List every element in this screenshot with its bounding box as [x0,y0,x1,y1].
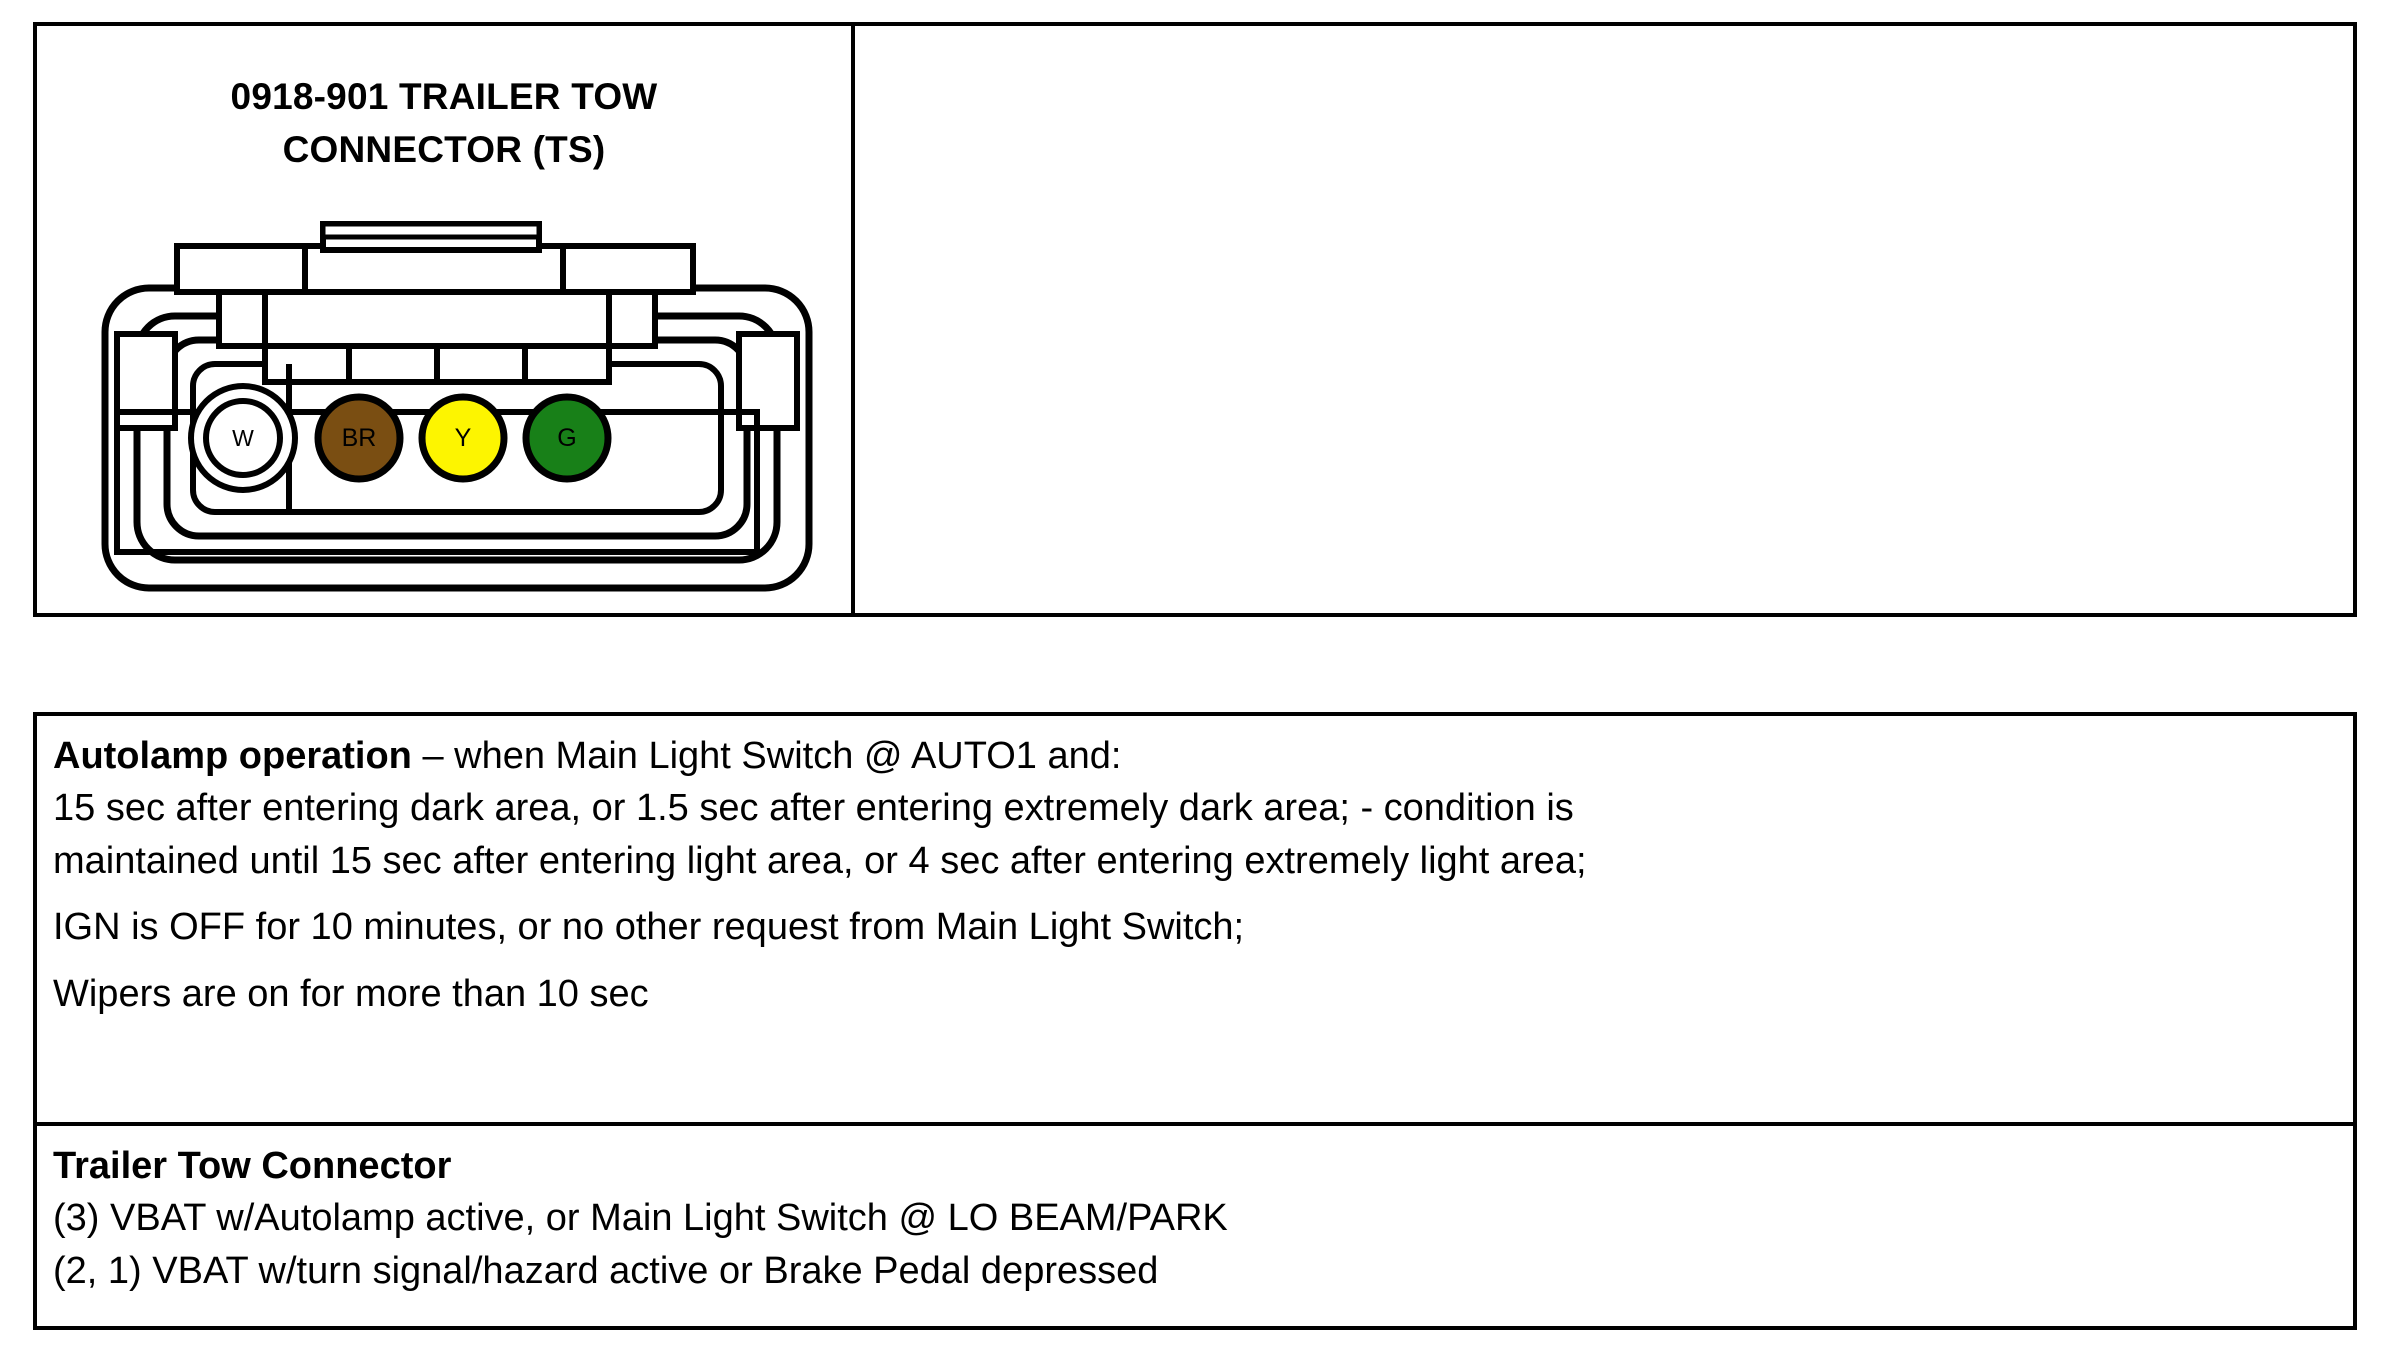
autolamp-operation-row: Autolamp operation – when Main Light Swi… [37,716,2353,1126]
pin-brown-label: BR [342,424,377,452]
pin-brown-circle [314,393,404,483]
connector-latch-tab-inner [320,221,542,240]
trailer-tow-connector-drawing: W BR Y G [101,221,813,592]
connector-right-wing [736,331,800,431]
notes-table: Autolamp operation – when Main Light Swi… [33,712,2357,1330]
trailer-heading: Trailer Tow Connector [53,1145,452,1187]
autolamp-heading: Autolamp operation [53,735,412,777]
connector-key-block [216,289,658,349]
trailer-line-1: (3) VBAT w/Autolamp active, or Main Ligh… [53,1197,1228,1240]
pin-green-label: G [557,424,576,452]
connector-illustration-cell: 0918-901 TRAILER TOW CONNECTOR (TS) [37,26,855,613]
pin-yellow-circle [418,393,508,483]
trailer-line-2: (2, 1) VBAT w/turn signal/hazard active … [53,1249,1159,1292]
autolamp-line-5: Wipers are on for more than 10 sec [53,972,649,1015]
autolamp-line-2: 15 sec after entering dark area, or 1.5 … [53,787,1574,830]
connector-title: 0918-901 TRAILER TOW CONNECTOR (TS) [230,76,658,170]
pin-yellow-label: Y [455,424,472,452]
autolamp-heading-line: Autolamp operation – when Main Light Swi… [53,730,2337,782]
pin-white-circle [203,398,283,478]
pin-green-circle [522,393,612,483]
autolamp-line-4: IGN is OFF for 10 minutes, or no other r… [53,906,1245,949]
autolamp-line-3: maintained until 15 sec after entering l… [53,839,1587,882]
autolamp-spacer-1 [53,887,2337,901]
pin-white-label: W [232,425,254,451]
connector-notes-empty-cell [855,26,2353,613]
trailer-tow-connector-row: Trailer Tow Connector (3) VBAT w/Autolam… [37,1126,2353,1326]
connector-table: 0918-901 TRAILER TOW CONNECTOR (TS) [33,22,2357,617]
autolamp-heading-rest: – when Main Light Switch @ AUTO1 and: [411,735,1122,777]
autolamp-spacer-2 [53,954,2337,968]
